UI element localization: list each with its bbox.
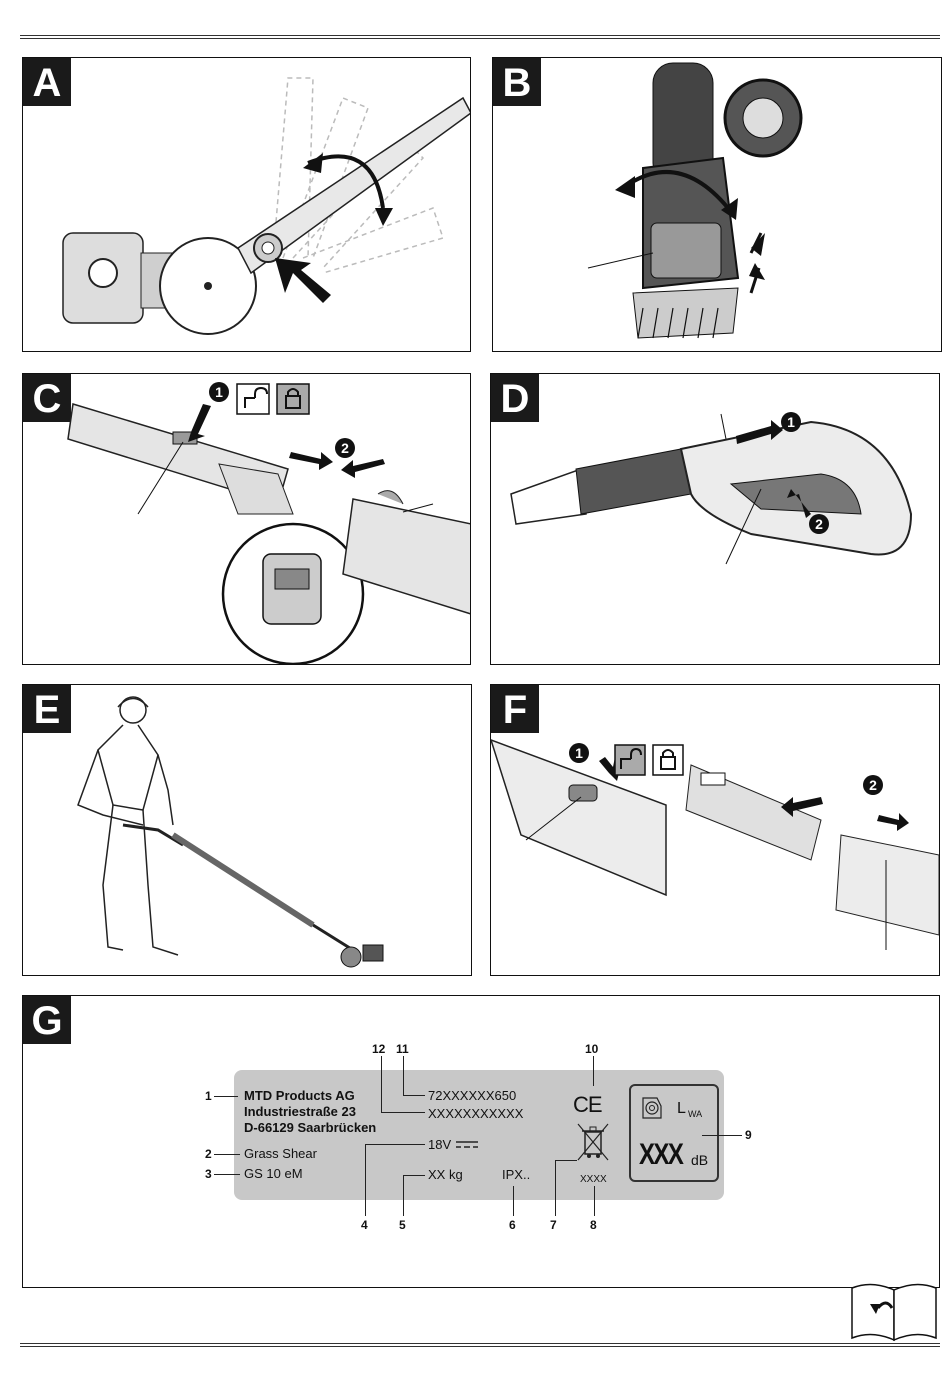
callout-12: 12	[372, 1042, 385, 1056]
panel-b: B	[492, 57, 942, 352]
illustration-attach-handle: 1 2	[23, 374, 471, 665]
top-rule	[20, 35, 940, 36]
leader-line-8	[594, 1186, 595, 1216]
callout-7: 7	[550, 1218, 557, 1232]
callout-10: 10	[585, 1042, 598, 1056]
ear-icon	[635, 1094, 665, 1124]
street-text: Industriestraße 23	[244, 1104, 356, 1119]
callout-5: 5	[399, 1218, 406, 1232]
part-number-text: 72XXXXXX650	[428, 1088, 516, 1103]
voltage-value: 18V	[428, 1137, 451, 1152]
leader-line-11	[403, 1056, 404, 1096]
illustration-blade-rotate	[493, 58, 942, 352]
manufacturer-text: MTD Products AG	[244, 1088, 355, 1103]
leader-line-2	[214, 1154, 240, 1155]
step-badge-1: 1	[787, 414, 795, 430]
callout-3: 3	[205, 1167, 212, 1181]
sound-label: L	[677, 1100, 686, 1118]
leader-line-6	[513, 1186, 514, 1216]
callout-6: 6	[509, 1218, 516, 1232]
step-badge-2: 2	[341, 440, 349, 456]
product-name-text: Grass Shear	[244, 1146, 317, 1161]
leader-line-4-h	[365, 1144, 425, 1145]
step-badge-2: 2	[815, 516, 823, 532]
voltage-text: 18V	[428, 1137, 479, 1152]
leader-line-11-h	[403, 1095, 425, 1096]
illustration-operator-stance	[23, 685, 472, 976]
manual-book-icon	[848, 1278, 940, 1344]
leader-line-12	[381, 1056, 382, 1113]
callout-1: 1	[205, 1089, 212, 1103]
callout-2: 2	[205, 1147, 212, 1161]
model-text: GS 10 eM	[244, 1166, 303, 1181]
leader-line-1	[214, 1096, 238, 1097]
serial-number-text: XXXXXXXXXXX	[428, 1106, 523, 1121]
illustration-handle-switch: 1 2	[491, 374, 940, 665]
leader-line-9	[702, 1135, 742, 1136]
sound-unit: dB	[691, 1152, 708, 1168]
illustration-detach-handle: 1 2	[491, 685, 940, 976]
sound-value: XXX	[639, 1138, 682, 1172]
city-text: D-66129 Saarbrücken	[244, 1120, 376, 1135]
callout-8: 8	[590, 1218, 597, 1232]
bottom-rule	[20, 1343, 940, 1344]
leader-line-3	[214, 1174, 240, 1175]
ce-mark: CE	[573, 1093, 602, 1117]
leader-line-7-h	[555, 1160, 577, 1161]
sound-power-box: L WA XXX dB	[629, 1084, 719, 1182]
panel-f: F 1 2	[490, 684, 940, 976]
callout-11: 11	[396, 1042, 409, 1056]
panel-e: E	[22, 684, 472, 976]
dc-symbol-icon	[455, 1139, 479, 1149]
panel-d: D 1 2	[490, 373, 940, 665]
leader-line-4	[365, 1144, 366, 1216]
weee-bin-icon	[576, 1122, 610, 1162]
bottom-rule-2	[20, 1346, 940, 1347]
step-badge-2: 2	[869, 777, 877, 793]
step-badge-1: 1	[215, 384, 223, 400]
callout-4: 4	[361, 1218, 368, 1232]
weight-text: XX kg	[428, 1167, 463, 1182]
top-rule-2	[20, 38, 940, 39]
panel-letter: G	[23, 996, 71, 1044]
leader-line-5-h	[403, 1175, 425, 1176]
leader-line-5	[403, 1175, 404, 1216]
leader-line-7	[555, 1160, 556, 1216]
illustration-edge-adjust	[23, 58, 471, 352]
leader-line-12-h	[381, 1112, 425, 1113]
panel-a: A	[22, 57, 471, 352]
step-badge-1: 1	[575, 745, 583, 761]
ip-rating-text: IPX..	[502, 1167, 530, 1182]
leader-line-10	[593, 1056, 594, 1086]
weee-code-text: XXXX	[580, 1172, 607, 1187]
sound-label-sub: WA	[688, 1109, 702, 1119]
callout-9: 9	[745, 1128, 752, 1142]
panel-c: C 1 2	[22, 373, 471, 665]
